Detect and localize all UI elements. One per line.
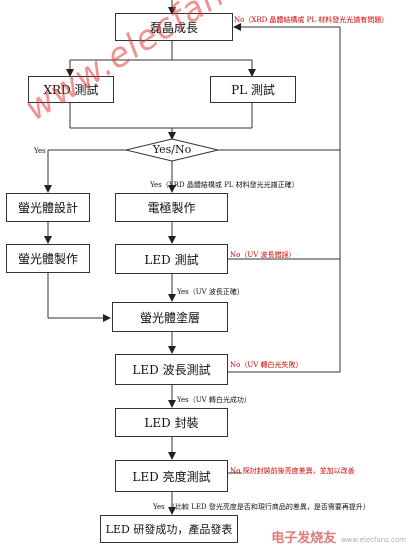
watermark-corner-url: www.elecfans.com: [340, 536, 406, 544]
label-no-epitaxy: No（XRD 晶體結構或 PL 材料發光光譜有問題）: [234, 16, 389, 24]
node-epitaxy-label: 磊晶成長: [149, 20, 198, 35]
node-pl-test-label: PL 測試: [231, 83, 275, 97]
node-xrd-test-label: XRD 測試: [43, 83, 99, 97]
label-yes-xrd: Yes（XRD 晶體結構或 PL 材料發光光譜正確）: [150, 181, 299, 189]
node-wavelength-test: LED 波長測試: [115, 354, 228, 385]
node-phosphor-design: 螢光體設計: [6, 193, 90, 222]
node-release: LED 研發成功，產品發表: [100, 515, 238, 543]
node-phosphor-coat: 螢光體塗層: [112, 302, 228, 332]
label-no-brightness: No 探討封裝前後亮度差異，並加以改善: [230, 467, 355, 475]
node-electrode-label: 電極製作: [147, 201, 196, 215]
node-led-test: LED 測試: [115, 244, 228, 274]
node-phosphor-coat-label: 螢光體塗層: [139, 310, 200, 325]
node-wavelength-test-label: LED 波長測試: [132, 363, 211, 377]
node-xrd-test: XRD 測試: [28, 76, 114, 103]
node-phosphor-make: 螢光體製作: [6, 244, 90, 273]
label-yes-left: Yes: [34, 147, 46, 155]
label-no-white: No（UV 轉白光失敗）: [230, 361, 303, 369]
label-yes-uv: Yes（UV 波長正確）: [177, 288, 244, 296]
label-yes-final: Yes: [153, 503, 165, 511]
node-phosphor-design-label: 螢光體設計: [17, 201, 78, 215]
node-brightness-test-label: LED 亮度測試: [132, 469, 211, 484]
watermark-corner-text: 电子发烧友: [271, 531, 337, 546]
node-electrode: 電極製作: [115, 193, 228, 222]
node-brightness-test: LED 亮度測試: [115, 460, 228, 492]
node-release-label: LED 研發成功，產品發表: [105, 523, 233, 536]
node-epitaxy: 磊晶成長: [115, 13, 233, 41]
node-led-test-label: LED 測試: [144, 252, 199, 267]
node-package-label: LED 封裝: [144, 416, 199, 430]
label-no-uv: No（UV 波長錯誤）: [230, 251, 296, 259]
node-package: LED 封裝: [115, 408, 228, 437]
node-pl-test: PL 測試: [210, 76, 296, 103]
watermark-corner: 电子发烧友 www.elecfans.com: [271, 527, 406, 546]
decision-diamond: [125, 138, 219, 162]
label-yes-white: Yes（UV 轉白光成功）: [177, 396, 251, 404]
node-decision-label: Yes/No: [152, 143, 192, 156]
label-final-note: （比較 LED 發光亮度是否和現行商品的差異，是否需要再提升）: [168, 503, 370, 511]
node-phosphor-make-label: 螢光體製作: [17, 252, 78, 266]
